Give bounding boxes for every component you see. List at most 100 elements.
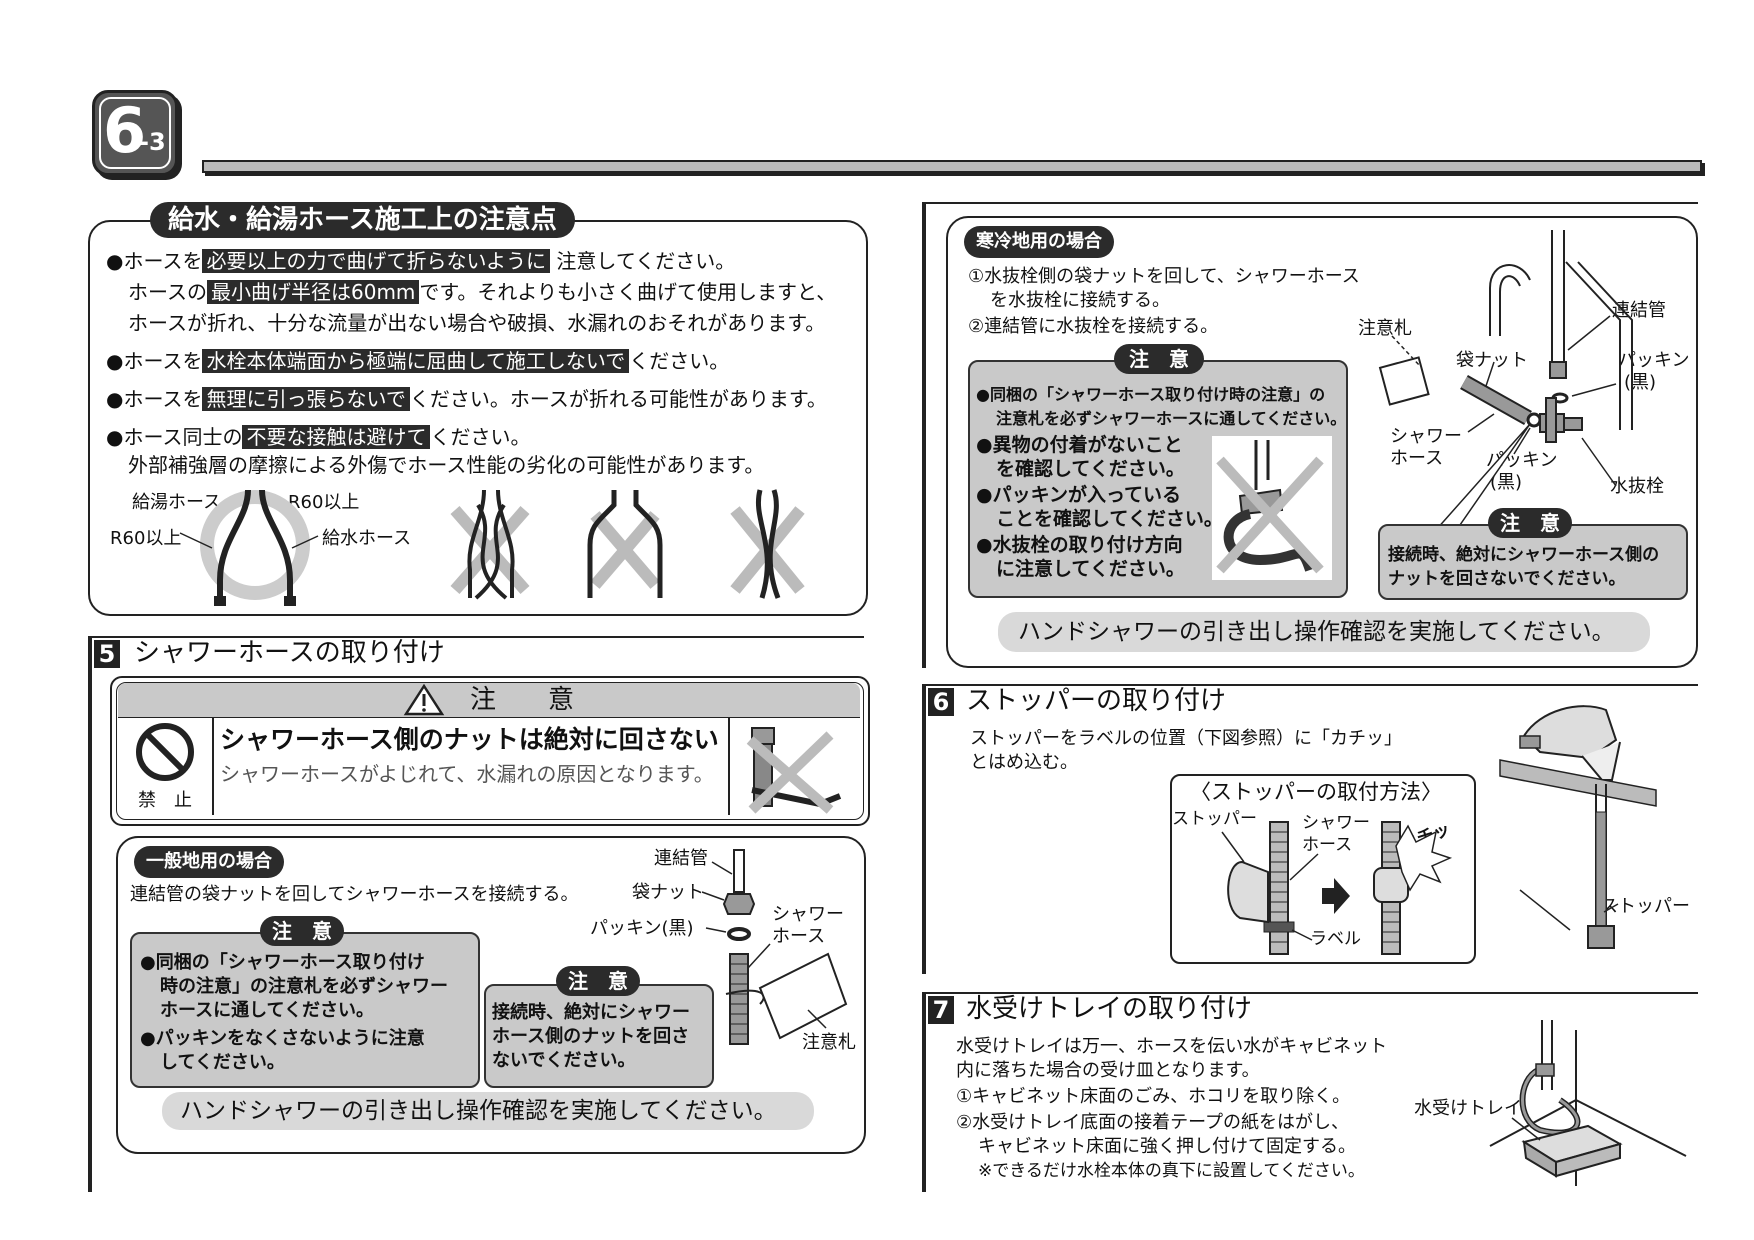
label-r60-top: R60以上 (288, 492, 360, 513)
cold-label-hose-1: シャワー (1390, 426, 1462, 447)
cold-note-line-1: ●同梱の「シャワーホース取り付け時の注意」の (976, 385, 1326, 404)
section6-side-rule (922, 684, 926, 974)
note1-line-4: ●パッキンをなくさないように注意 (140, 1028, 425, 1049)
section7-text-1: 水受けトレイは万一、ホースを伝い水がキャビネット (956, 1036, 1388, 1057)
highlight: 不要な接触は避けて (242, 425, 431, 449)
precautions-title: 給水・給湯ホース施工上の注意点 (150, 202, 575, 238)
note2-line-3: ないでください。 (492, 1050, 636, 1071)
cold-note-title: 注 意 (1114, 344, 1204, 374)
note-box-2-title: 注 意 (556, 966, 640, 996)
precaution-line-3: ホースが折れ、十分な流量が出ない場合や破損、水漏れのおそれがあります。 (128, 311, 826, 335)
confirm-text-cold: ハンドシャワーの引き出し操作確認を実施してください。 (1018, 619, 1615, 645)
section6-text-1: ストッパーをラベルの位置（下図参照）に「カチッ」 (970, 728, 1402, 749)
cold-label-hose-2: ホース (1390, 448, 1444, 469)
section6-top-rule (922, 684, 1698, 686)
cold-label-packing-2b: (黒) (1490, 472, 1523, 493)
cold-label-packing-1a: パッキン (1618, 350, 1690, 371)
general-area-text: 連結管の袋ナットを回してシャワーホースを接続する。 (130, 884, 579, 905)
label-packing: パッキン(黒) (590, 918, 694, 939)
cold-note-2-line-1: 接続時、絶対にシャワーホース側の (1388, 545, 1660, 565)
label-tag: 注意札 (802, 1032, 856, 1053)
note1-line-2: 時の注意」の注意札を必ずシャワー (160, 976, 448, 997)
header-rule (202, 160, 1702, 173)
note2-line-2: ホース側のナットを回さ (492, 1026, 690, 1047)
label-hot-hose: 給湯ホース (132, 492, 222, 513)
stopper-label-2: ストッパー (1600, 896, 1690, 917)
cold-note-line-4: を確認してください。 (996, 458, 1185, 480)
cold-label-valve: 水抜栓 (1610, 476, 1664, 497)
cold-note-line-6: ことを確認してください。 (996, 508, 1223, 530)
cold-note-line-3: ●異物の付着がないこと (976, 434, 1183, 456)
note1-line-1: ●同梱の「シャワーホース取り付け (140, 952, 425, 973)
caution-header-text: 注 意 (470, 685, 575, 715)
caution-main-text: シャワーホース側のナットは絶対に回さない (220, 725, 719, 754)
cold-side-rule (922, 202, 926, 668)
label-cap-nut: 袋ナット (632, 882, 704, 903)
section7-text-3: ①キャビネット床面のごみ、ホコリを取り除く。 (956, 1086, 1351, 1107)
cold-note-line-2: 注意札を必ずシャワーホースに通してください。 (996, 409, 1347, 428)
highlight: 水栓本体端面から極端に屈曲して施工しないで (202, 349, 630, 373)
cold-label-pipe: 連結管 (1612, 300, 1666, 321)
general-area-pill: 一般地用の場合 (134, 846, 284, 878)
stopper-method-title: 〈ストッパーの取付方法〉 (1186, 778, 1446, 806)
section5-top-rule (88, 636, 864, 638)
precaution-line-7: 外部補強層の摩擦による外傷でホース性能の劣化の可能性があります。 (128, 453, 765, 477)
section7-side-rule (922, 992, 926, 1192)
badge-main: 6 (103, 94, 147, 167)
note-box-2 (484, 984, 714, 1088)
section7-title: 水受けトレイの取り付け (966, 994, 1253, 1024)
cold-note-line-5: ●パッキンが入っている (976, 484, 1182, 506)
stopper-hose-label-1: シャワー (1302, 813, 1370, 833)
precaution-line-1: ●ホースを必要以上の力で曲げて折らないように 注意してください。 (106, 249, 736, 273)
cold-label-tag: 注意札 (1358, 318, 1412, 339)
cold-top-rule (922, 202, 1698, 204)
note1-line-3: ホースに通してください。 (160, 1000, 375, 1021)
caution-header (118, 683, 860, 718)
label-cold-hose: 給水ホース (322, 528, 412, 549)
note2-line-1: 接続時、絶対にシャワー (492, 1002, 690, 1023)
section7-text-6: ※できるだけ水栓本体の真下に設置してください。 (978, 1161, 1365, 1181)
cold-note-line-7: ●水抜栓の取り付け方向 (976, 534, 1183, 556)
label-r60-left: R60以上 (110, 528, 182, 549)
label-label: ラベル (1310, 929, 1361, 949)
caution-left-divider (212, 717, 214, 815)
highlight: 必要以上の力で曲げて折らないように (202, 249, 551, 273)
cold-region-pill: 寒冷地用の場合 (964, 226, 1114, 258)
page-number-badge: 6 -3 (92, 90, 178, 176)
stopper-label: ストッパー (1172, 809, 1257, 829)
section7-number: 7 (928, 996, 954, 1024)
confirm-bar-cold (998, 612, 1650, 652)
highlight: 最小曲げ半径は60mm (207, 280, 420, 304)
cold-note-2-title: 注 意 (1488, 508, 1572, 538)
precaution-line-4: ●ホースを水栓本体端面から極端に屈曲して施工しないでください。 (106, 349, 730, 373)
caution-sub-text: シャワーホースがよじれて、水漏れの原因となります。 (220, 762, 714, 786)
prohibit-label: 禁 止 (138, 790, 192, 811)
section7-text-4: ②水受けトレイ底面の接着テープの紙をはがし、 (956, 1112, 1350, 1133)
stopper-hose-label-2: ホース (1302, 835, 1353, 855)
section7-text-5: キャビネット床面に強く押し付けて固定する。 (978, 1136, 1356, 1157)
section5-side-rule (88, 636, 92, 1192)
section7-text-2: 内に落ちた場合の受け皿となります。 (956, 1060, 1260, 1081)
section6-text-2: とはめ込む。 (970, 752, 1078, 773)
precaution-line-5: ●ホースを無理に引っ張らないでください。ホースが折れる可能性があります。 (106, 387, 827, 411)
section7-top-rule (922, 992, 1698, 994)
note-box-1-title: 注 意 (260, 916, 344, 946)
section6-title: ストッパーの取り付け (966, 686, 1227, 716)
cold-label-nut: 袋ナット (1456, 350, 1528, 371)
cold-note-2-line-2: ナットを回さないでください。 (1388, 569, 1626, 589)
precaution-line-6: ●ホース同士の不要な接触は避けてください。 (106, 425, 531, 449)
note-box-1 (130, 932, 480, 1088)
section5-number: 5 (94, 640, 120, 668)
section5-title: シャワーホースの取り付け (134, 638, 445, 668)
label-hose-2: ホース (772, 926, 826, 947)
caution-right-divider (728, 717, 730, 815)
label-connecting-pipe: 連結管 (654, 848, 708, 869)
